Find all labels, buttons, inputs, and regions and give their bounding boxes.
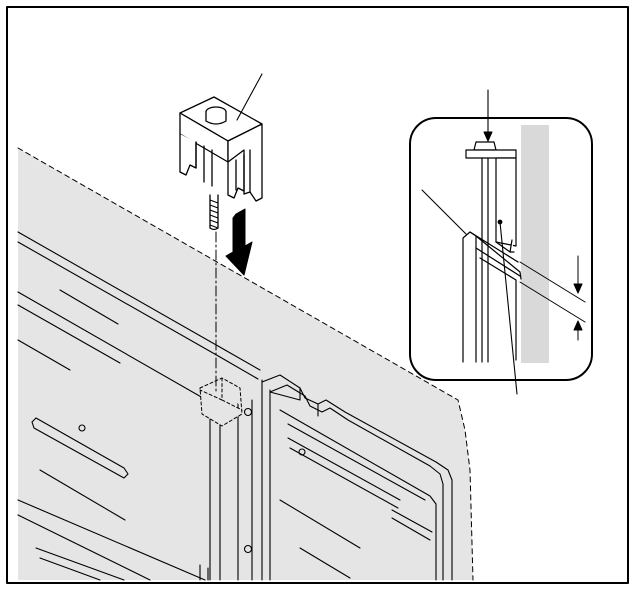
inset-hole-leader [499, 221, 518, 395]
bolt-head-side [205, 111, 227, 125]
panel-shading [18, 148, 473, 580]
screw-hole [243, 407, 253, 417]
inset-panel-edge [462, 231, 522, 363]
right-panel-slots [279, 437, 433, 579]
panel-dashed-edge [17, 147, 474, 581]
center-channel [199, 379, 271, 581]
bracket-right-leg [227, 154, 245, 199]
display-panel-back [17, 147, 474, 581]
bracket-inner-lines [195, 141, 251, 193]
inset-wall-strip [521, 125, 549, 363]
right-rail [261, 374, 453, 581]
inset-edge-leader [421, 189, 467, 235]
left-panel-slots [31, 289, 129, 581]
screw-hole [78, 424, 86, 432]
mounting-bolt [205, 106, 227, 231]
bracket-leader [236, 73, 263, 121]
left-rail [17, 231, 261, 581]
inset-bolt-arrowhead [483, 131, 493, 142]
bolt-socket-outline [199, 377, 243, 427]
detail-inset [409, 89, 593, 395]
screw-hole [243, 544, 253, 554]
screw-hole [298, 448, 306, 456]
gap-dimension [519, 255, 586, 341]
insert-direction-arrow [225, 208, 253, 276]
inset-bracket-section [465, 141, 517, 363]
bolt-thread [209, 199, 219, 229]
